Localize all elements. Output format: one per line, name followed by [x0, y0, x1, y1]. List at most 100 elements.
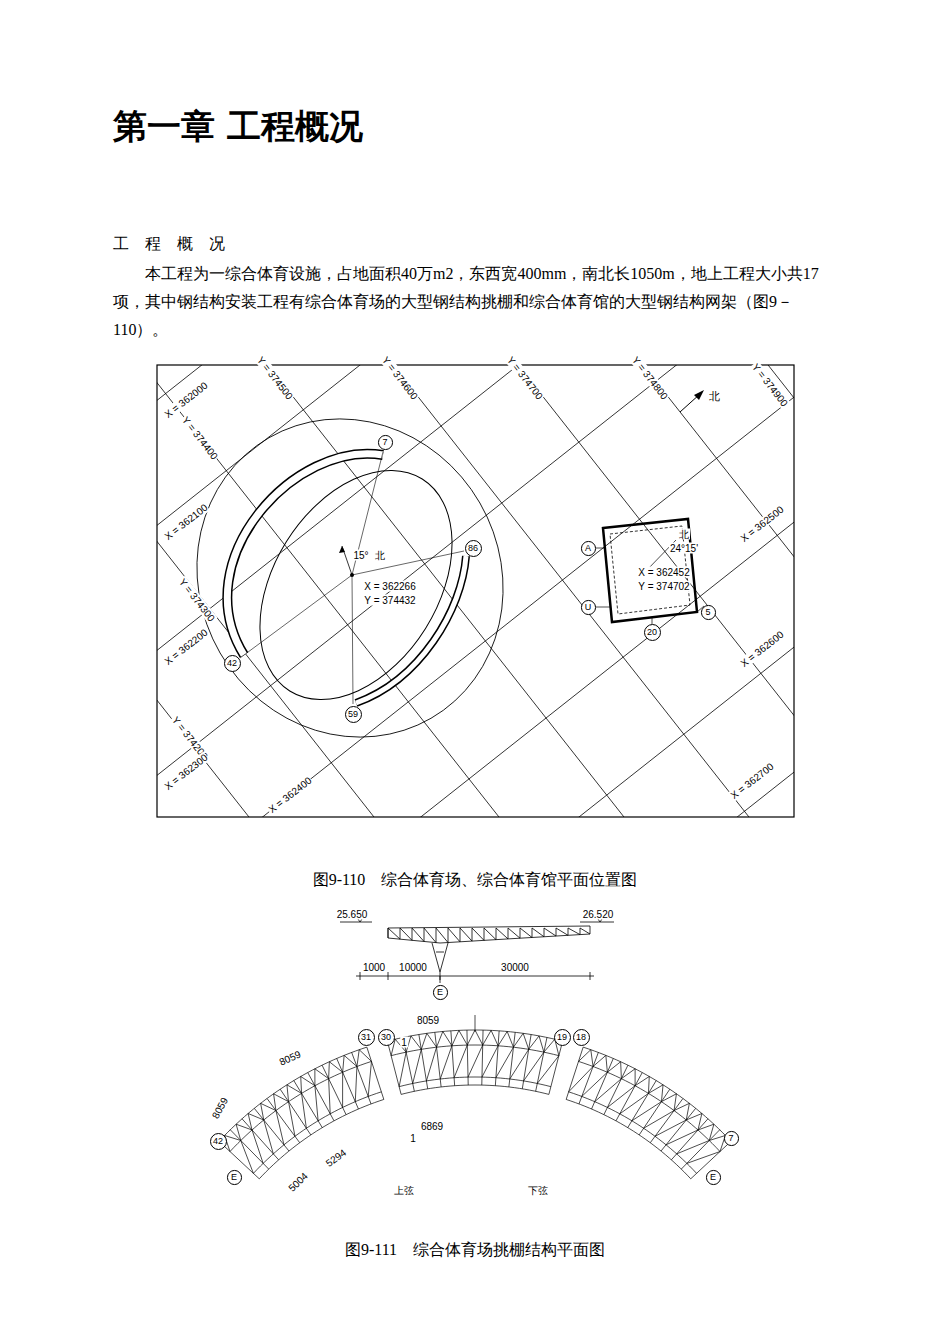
circle-outline: [581, 541, 595, 555]
canopy-plan: [579, 1061, 720, 1151]
canopy-plan: [498, 1031, 513, 1047]
callout-number: 59: [345, 706, 362, 723]
callout-number: 42: [210, 1133, 227, 1150]
callout-circle: 5: [701, 605, 716, 620]
angle-label: 24°15': [669, 543, 699, 554]
gymnasium-outline: [596, 548, 604, 549]
callout-circle: 86: [465, 540, 482, 557]
coordinate-grid: [157, 365, 374, 817]
callout-number: E: [706, 1170, 721, 1185]
canopy-plan: [230, 1130, 268, 1169]
figure-caption: 图9-110 综合体育场、综合体育馆平面位置图: [313, 870, 638, 891]
canopy-plan: [264, 1120, 274, 1154]
truss-elevation: [448, 928, 449, 943]
canopy-plan: [274, 1094, 289, 1111]
coordinate-label: Y = 374700: [504, 354, 545, 403]
coordinate-label: Y = 374600: [379, 354, 420, 403]
circle-outline: [358, 1029, 374, 1045]
dimension-label: 8059: [277, 1048, 304, 1068]
callout-circle: 42: [224, 655, 241, 672]
canopy-plan: [426, 1047, 436, 1081]
truss-elevation: [436, 928, 437, 943]
canopy-plan: [482, 1046, 498, 1077]
truss-elevation: [448, 928, 460, 942]
canopy-plan: [661, 1094, 676, 1111]
callout-circle: 42: [210, 1133, 227, 1150]
callout-number: E: [433, 985, 448, 1000]
callout-number: A: [581, 541, 596, 556]
canopy-plan: [401, 1085, 549, 1094]
callout-circle: 20: [644, 624, 661, 641]
stadium-outline: [240, 575, 352, 658]
truss-elevation: [460, 928, 472, 941]
circle-outline: [433, 985, 447, 999]
callout-number: E: [227, 1170, 242, 1185]
callout-number: 7: [378, 435, 393, 450]
elevation-level: 25.650: [336, 909, 369, 920]
north-label: 北: [678, 529, 690, 540]
canopy-plan: [248, 1113, 264, 1129]
callout-number: 42: [224, 655, 241, 672]
canopy-plan: [655, 1120, 686, 1136]
truss-elevation: [520, 928, 521, 938]
truss-elevation: [424, 928, 425, 941]
dimension-label: 30000: [500, 962, 530, 973]
truss-elevation: [544, 928, 545, 937]
callout-number: 19: [554, 1029, 571, 1046]
truss-elevation: [472, 928, 484, 940]
coordinate-grid: [157, 365, 249, 817]
section-mark: 1: [400, 1037, 408, 1048]
dimension-label: 5004: [285, 1170, 310, 1195]
coordinate-grid: [768, 365, 794, 817]
canopy-plan: [529, 1036, 544, 1052]
canopy-plan: [475, 1015, 476, 1032]
truss-elevation: [400, 928, 401, 939]
truss-elevation: [412, 928, 413, 940]
truss-elevation: [388, 928, 389, 938]
north-arrow: [694, 390, 704, 400]
canopy-plan: [666, 1130, 698, 1145]
canopy-plan: [468, 1045, 483, 1077]
coordinate-grid: [157, 365, 794, 775]
truss-elevation: [472, 928, 473, 941]
canopy-plan: [406, 1036, 421, 1052]
circle-outline: [210, 1133, 226, 1149]
coordinate-label: X = 362700: [728, 760, 777, 802]
canopy-plan: [280, 1089, 311, 1135]
canopy-plan: [569, 1092, 697, 1174]
truss-elevation: [556, 928, 568, 935]
canopy-plan: [399, 1052, 406, 1086]
coordinate-grid: [157, 772, 794, 817]
north-arrow: [680, 390, 704, 412]
canopy-plan: [352, 1052, 371, 1103]
callout-circle: 31: [358, 1029, 375, 1046]
dimension-label: 5294: [323, 1146, 349, 1169]
canopy-plan: [391, 1045, 559, 1056]
coordinate-label: X = 362200: [162, 626, 211, 668]
truss-elevation: [460, 928, 461, 942]
circle-outline: [554, 1029, 570, 1045]
truss-elevation: [532, 928, 544, 937]
chord-label: 上弦: [393, 1185, 415, 1196]
elevation-level: 26.520: [582, 909, 615, 920]
canopy-plan: [607, 1062, 621, 1079]
truss-elevation: [388, 926, 590, 943]
truss-elevation: [388, 972, 389, 980]
callout-circle: E: [706, 1170, 721, 1185]
canopy-plan: [261, 1103, 276, 1120]
callout-circle: 30: [378, 1029, 395, 1046]
coordinate-grid: [157, 365, 794, 817]
truss-elevation: [340, 916, 614, 983]
canopy-plan: [648, 1085, 663, 1102]
stadium-outline: [356, 556, 466, 703]
canopy-plan: [677, 1141, 710, 1154]
callout-number: 20: [644, 624, 661, 641]
coordinate-label: X = 362500: [738, 503, 787, 545]
coordinate-grid: [157, 365, 794, 400]
canopy-plan: [337, 1058, 359, 1109]
canopy-plan: [595, 1079, 622, 1102]
stadium-outline: [352, 575, 353, 704]
truss-elevation: [388, 928, 400, 939]
circle-outline: [465, 540, 481, 556]
